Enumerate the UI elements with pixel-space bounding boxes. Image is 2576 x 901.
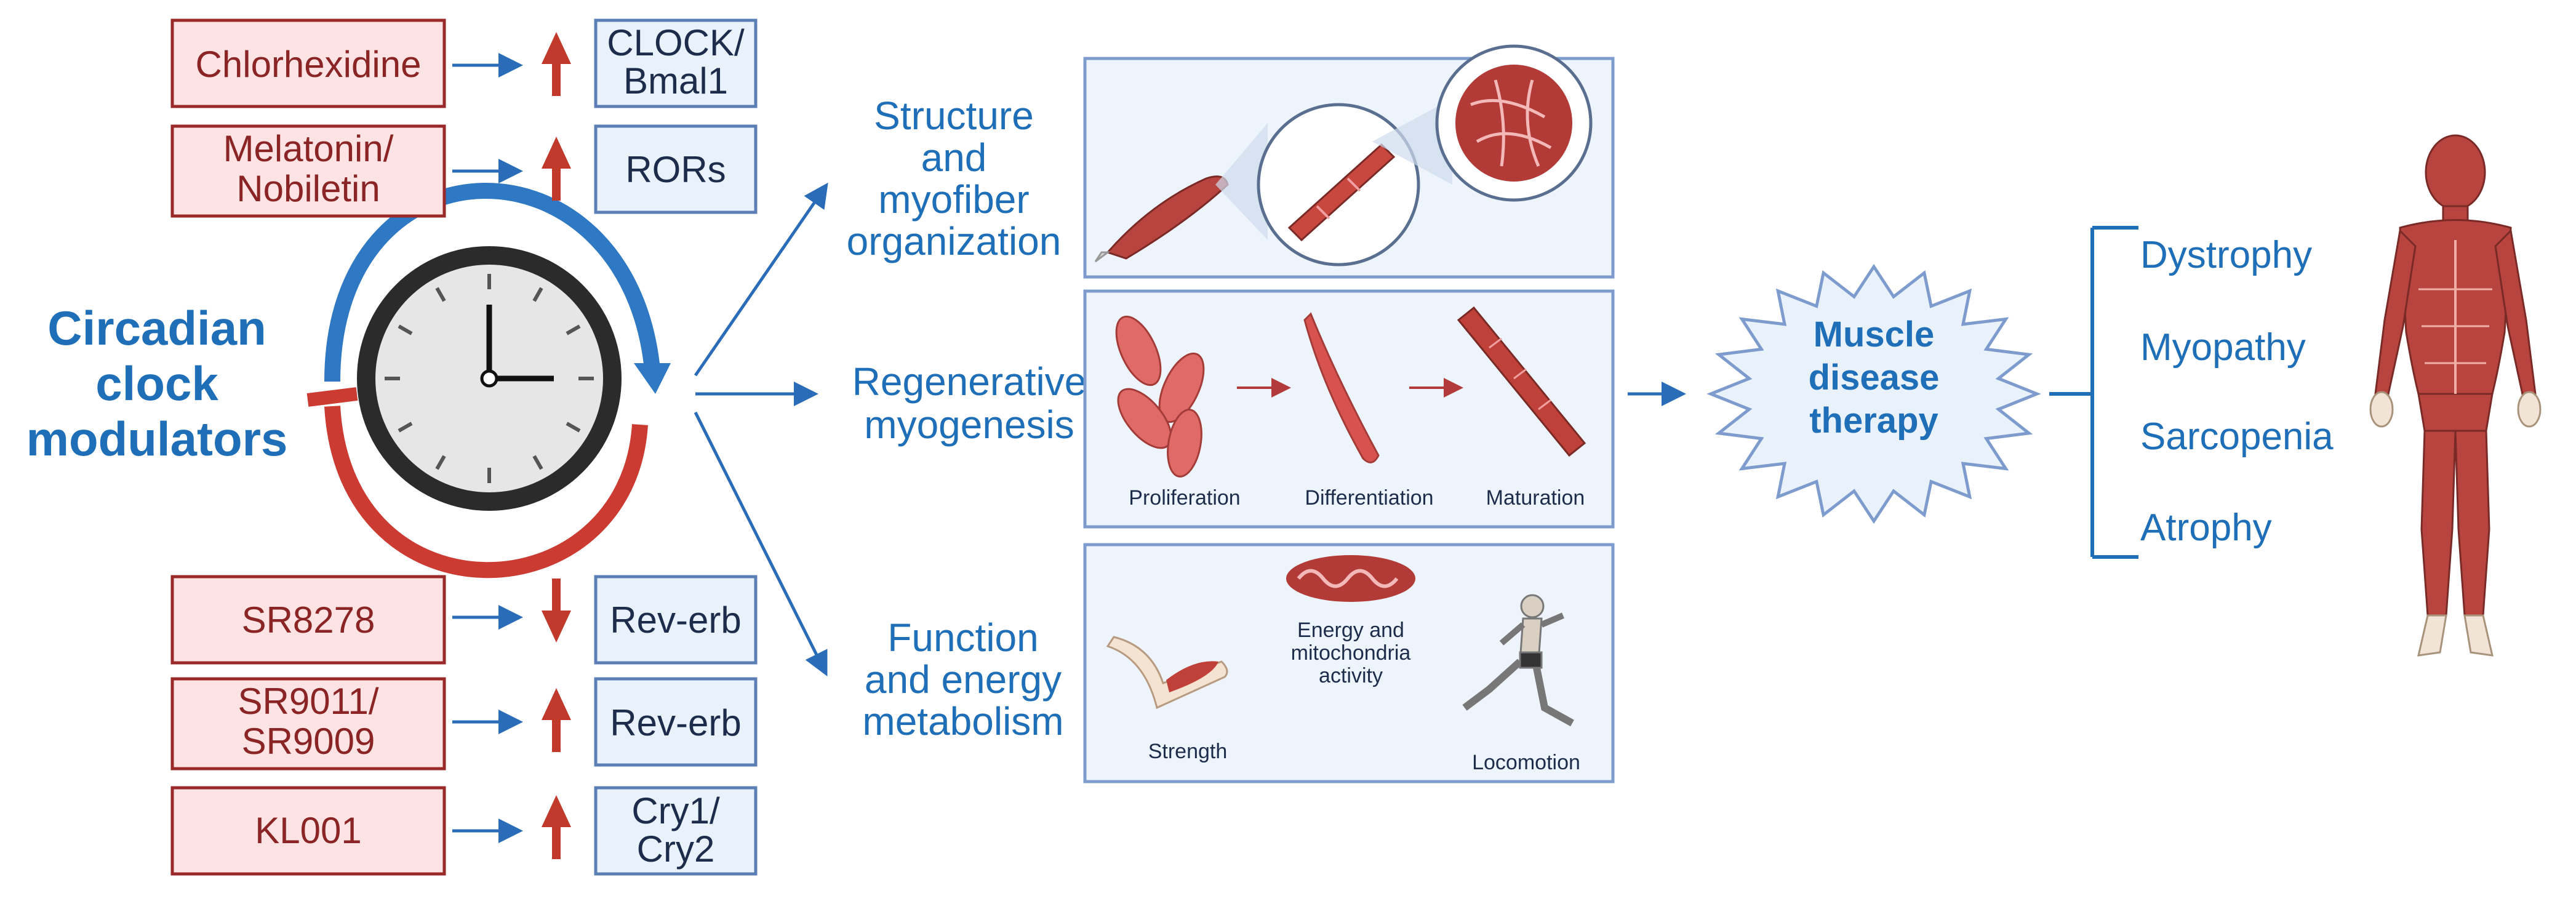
drug-box	[170, 575, 446, 665]
clock-ticks	[385, 274, 594, 483]
outcome-line: myofiber	[878, 177, 1029, 222]
drug-row-4: SR9011/ SR9009 Rev-erb	[170, 677, 758, 771]
drug-box	[170, 18, 446, 108]
outcome-line: and	[921, 135, 987, 180]
outcome-line: Function	[887, 615, 1038, 660]
arrow-to-function	[694, 411, 828, 676]
drug-label: KL001	[255, 810, 362, 851]
drug-label-line-2: SR9009	[242, 721, 375, 762]
drug-box	[170, 677, 446, 771]
outcome-line: Structure	[874, 94, 1034, 138]
clock-icon	[306, 183, 671, 579]
outcome-myogenesis: Regenerative myogenesis	[852, 359, 1087, 447]
mature-fiber-icon	[1457, 306, 1586, 457]
drug-label-line-2: Nobiletin	[236, 168, 380, 209]
up-arrow-icon	[542, 32, 571, 96]
therapy-line-3: therapy	[1809, 401, 1938, 441]
disease-myopathy: Myopathy	[2140, 326, 2306, 369]
down-arrow-icon	[542, 579, 571, 643]
up-arrow-icon	[542, 137, 571, 201]
up-arrow-icon	[542, 795, 571, 859]
drug-label: Chlorhexidine	[196, 44, 422, 85]
therapy-burst: Muscle disease therapy	[1706, 263, 2041, 524]
locomotion-label: Locomotion	[1472, 751, 1580, 774]
outcome-line: metabolism	[862, 699, 1063, 743]
fiber-cross-section-icon	[1455, 65, 1572, 182]
differentiating-cell-icon	[1303, 312, 1380, 463]
arm-strength-icon	[1106, 636, 1228, 710]
outcome-line: Regenerative	[852, 359, 1087, 404]
drug-box	[170, 786, 446, 876]
stage-label-differentiation: Differentiation	[1305, 486, 1433, 510]
drug-row-1: Chlorhexidine CLOCK/ Bmal1	[170, 18, 758, 108]
strength-label: Strength	[1148, 740, 1228, 763]
runner-icon	[1462, 594, 1574, 727]
mitochondria-icon	[1286, 555, 1415, 602]
energy-label-line-1: Energy and	[1297, 619, 1404, 642]
target-box	[594, 786, 758, 876]
burst-shape	[1706, 263, 2041, 524]
function-panel: Strength Energy and mitochondria activit…	[1083, 543, 1615, 783]
outcome-structure: Structure and myofiber organization	[847, 94, 1062, 263]
myogenesis-panel: Proliferation Differentiation Maturation	[1083, 289, 1615, 529]
target-box	[594, 677, 758, 767]
feedback-loop-red-arc	[324, 406, 648, 579]
target-box	[594, 124, 758, 214]
red-arc-inhibition-bar	[306, 387, 358, 407]
target-label: Rev-erb	[610, 702, 741, 743]
target-label-line-2: Bmal1	[623, 60, 728, 102]
outcome-function: Function and energy metabolism	[862, 615, 1063, 743]
target-label: RORs	[625, 149, 726, 190]
disease-bracket	[2049, 226, 2138, 559]
outcome-line: and energy	[865, 657, 1062, 702]
clock-center	[480, 369, 498, 388]
target-box	[594, 575, 758, 665]
disease-atrophy: Atrophy	[2140, 507, 2272, 549]
drug-label-line-1: Melatonin/	[223, 128, 394, 169]
zoom-cone	[1372, 98, 1452, 185]
outcome-line: organization	[847, 219, 1062, 263]
target-label-line-1: Cry1/	[631, 790, 720, 831]
outcome-line: myogenesis	[864, 402, 1074, 447]
modulator-title-line-3: modulators	[26, 412, 288, 466]
target-box	[594, 18, 758, 108]
disease-dystrophy: Dystrophy	[2140, 234, 2312, 276]
structure-panel	[1083, 44, 1615, 279]
blue-arc-arrowhead	[634, 363, 671, 394]
zoom-cone	[1215, 123, 1268, 240]
drug-label: SR8278	[242, 599, 375, 641]
stage-label-proliferation: Proliferation	[1129, 486, 1240, 510]
energy-label-line-3: activity	[1319, 664, 1383, 687]
target-label-line-1: CLOCK/	[607, 22, 745, 63]
feedback-loop-blue-arc	[324, 183, 660, 382]
target-label-line-2: Cry2	[637, 828, 715, 870]
target-label: Rev-erb	[610, 599, 741, 641]
modulator-title-line-2: clock	[95, 356, 218, 410]
drug-row-5: KL001 Cry1/ Cry2	[170, 786, 758, 876]
disease-sarcopenia: Sarcopenia	[2140, 415, 2334, 458]
therapy-line-1: Muscle	[1814, 314, 1935, 354]
arrow-to-structure	[694, 182, 828, 377]
human-muscle-figure-icon	[2369, 134, 2542, 657]
drug-row-3: SR8278 Rev-erb	[170, 575, 758, 665]
drug-row-2: Melatonin/ Nobiletin RORs	[170, 124, 758, 218]
drug-label-line-1: SR9011/	[238, 681, 378, 722]
drug-box	[170, 124, 446, 218]
proliferating-cells-icon	[1115, 315, 1205, 478]
myofiber-bundle-icon	[1287, 143, 1396, 242]
modulator-title: Circadian clock modulators	[26, 301, 288, 466]
energy-label-line-2: mitochondria	[1291, 641, 1411, 665]
therapy-line-2: disease	[1809, 358, 1940, 398]
modulator-title-line-1: Circadian	[47, 301, 266, 355]
stage-label-maturation: Maturation	[1486, 486, 1585, 510]
up-arrow-icon	[542, 688, 571, 752]
